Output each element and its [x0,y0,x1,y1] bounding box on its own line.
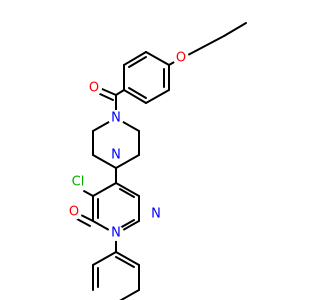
atom-cl: Cl [68,172,88,192]
atom-label-o-carbonyl: O [89,81,99,96]
bond [115,256,135,268]
atom-o-ether: O [173,50,189,66]
atom-o-carbonyl: O [86,80,102,96]
atom-o-pyridazinone: O [66,204,82,220]
bond [128,56,147,68]
atom-n-pip-top: N [108,110,124,126]
molecule-structure: O O N N Cl O N N [66,22,247,300]
atom-labels: O O N N Cl O N N [66,50,189,241]
bond [92,182,117,197]
atom-label-n-ring-2: N [111,226,121,241]
atom-label-n-ring-1: N [151,207,161,222]
atom-label-o-pyridazinone: O [69,205,79,220]
bond [119,289,140,300]
bond [101,88,117,96]
atom-label-o-ether: O [176,51,186,66]
atom-label-n-pip-top: N [111,111,121,126]
bond [119,188,135,198]
bond [115,251,140,266]
bond [76,218,91,227]
atom-n-ring-2: N [108,225,124,241]
bond [145,51,170,66]
bond [123,51,147,66]
bond [83,190,94,197]
bond [119,219,135,229]
bonds [76,22,247,300]
bond [115,182,140,197]
bond [115,154,140,169]
bond [115,89,125,96]
bond [99,93,114,101]
bond [92,251,117,266]
bond [223,22,247,37]
bond [123,89,147,104]
bond [128,87,147,99]
bond [187,35,225,56]
atom-n-pip-bottom: N [108,147,124,163]
atom-label-cl: Cl [72,175,85,190]
atom-label-n-pip-bottom: N [111,148,121,163]
atom-n-ring-1: N [148,206,164,222]
bond [145,89,170,104]
bond [92,154,117,169]
